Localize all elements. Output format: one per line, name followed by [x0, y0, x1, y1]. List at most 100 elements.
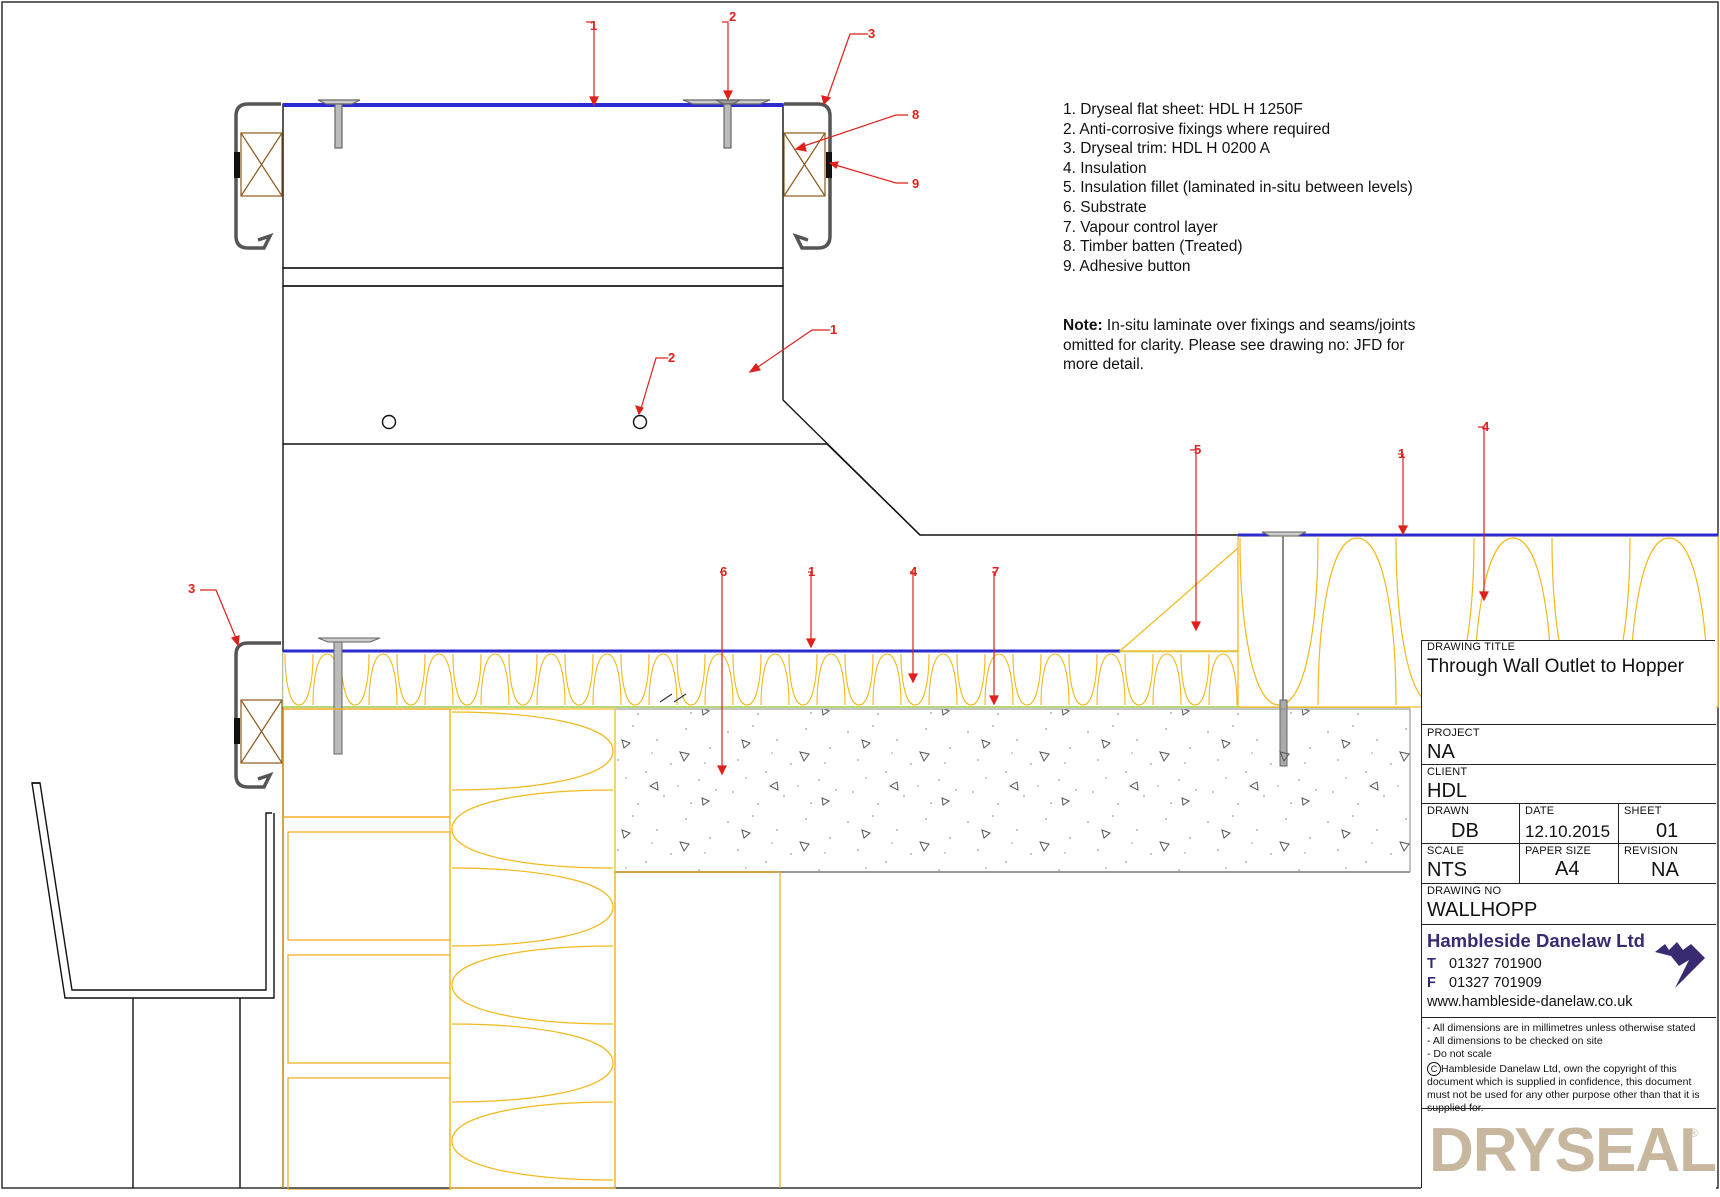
adhesive-button: [234, 718, 240, 744]
legend-item: 9. Adhesive button: [1063, 257, 1191, 275]
legend-item: 7. Vapour control layer: [1063, 218, 1218, 236]
adhesive-button: [826, 152, 832, 178]
brick-wall: [282, 708, 451, 1190]
client-label: CLIENT: [1427, 766, 1468, 778]
legend-item: 6. Substrate: [1063, 198, 1147, 216]
insulation-loop: [928, 653, 958, 706]
insulation-loop: [900, 653, 930, 706]
insulation-loop: [451, 1101, 614, 1181]
legend-item: 2. Anti-corrosive fixings where required: [1063, 120, 1331, 138]
hopper: [31, 782, 275, 1188]
date-value: 12.10.2015: [1525, 822, 1611, 841]
revision-label: REVISION: [1624, 845, 1679, 857]
note: Note: In-situ laminate over fixings and …: [1063, 316, 1423, 375]
insulation-loop: [844, 653, 874, 706]
insulation-loop: [956, 653, 986, 706]
insulation-loop: [704, 653, 734, 706]
sheet-label: SHEET: [1624, 805, 1662, 817]
drawing-note: - All dimensions are in millimetres unle…: [1427, 1022, 1696, 1034]
top-battens: [240, 132, 826, 197]
company-logo-icon: [1655, 942, 1705, 988]
note-label: Note:: [1063, 317, 1103, 334]
insulation-loop: [788, 653, 818, 706]
insulation-loop: [620, 653, 650, 706]
insulation-loop: [816, 653, 846, 706]
top-trims: [234, 102, 832, 250]
title-block: DRAWING TITLE Through Wall Outlet to Hop…: [1421, 640, 1717, 1197]
project-label: PROJECT: [1427, 727, 1480, 739]
note-text: In-situ laminate over fixings and seams/…: [1063, 317, 1416, 374]
legend-item: 8. Timber batten (Treated): [1063, 238, 1243, 256]
website-link[interactable]: www.hambleside-danelaw.co.uk: [1427, 994, 1633, 1010]
insulation-loop: [592, 653, 622, 706]
callout-number: 1: [590, 18, 597, 33]
insulation-loop: [564, 653, 594, 706]
callout-number: 1: [1398, 446, 1405, 461]
drawing-title: Through Wall Outlet to Hopper: [1427, 656, 1684, 677]
insulation-loop: [1124, 653, 1154, 706]
callout-number: 2: [729, 9, 736, 24]
legend-item: 4. Insulation: [1063, 159, 1147, 177]
callout-number: 4: [910, 564, 918, 579]
insulation-loop: [1068, 653, 1098, 706]
insulation-loop: [676, 653, 706, 706]
drawn-value: DB: [1451, 820, 1479, 842]
insulation-loop: [1239, 537, 1319, 706]
insulation-fillet: [1118, 546, 1239, 652]
lower-trim: [234, 641, 281, 789]
insulation-loop: [451, 789, 614, 869]
callout-number: 8: [912, 107, 919, 122]
callout-leaders: [200, 21, 1489, 776]
date-label: DATE: [1525, 805, 1555, 817]
callout-number: 5: [1194, 442, 1201, 457]
drawing-no-value: WALLHOPP: [1427, 899, 1538, 921]
insulation-loop: [1012, 653, 1042, 706]
legend-item: 5. Insulation fillet (laminated in-situ …: [1063, 179, 1413, 197]
callout-numbers: 1 2 3 8 9 1 2 5 1 4 6 1 4 7 3: [188, 9, 1490, 596]
copyright-text: Hambleside Danelaw Ltd, own the copyrigh…: [1427, 1062, 1700, 1115]
insulation-loop: [760, 653, 790, 706]
drawing-note: - All dimensions to be checked on site: [1427, 1035, 1603, 1048]
callout-number: 3: [868, 26, 875, 41]
callout-number: 1: [808, 564, 815, 579]
dryseal-logo: DRYSEAL: [1429, 1116, 1717, 1185]
insulation-loop: [451, 711, 614, 791]
inner-block: [614, 871, 781, 1188]
insulation-loop: [451, 945, 614, 1025]
insulation-loop: [396, 653, 426, 706]
callout-number: 6: [720, 564, 727, 579]
drawing-title-label: DRAWING TITLE: [1427, 641, 1516, 653]
registered-mark: ®: [1689, 1126, 1698, 1140]
insulation-loop: [872, 653, 902, 706]
company-name: Hambleside Danelaw Ltd: [1427, 930, 1645, 951]
lower-batten: [240, 699, 283, 764]
cavity-insulation: [451, 711, 614, 1181]
callout-number: 3: [188, 581, 195, 596]
insulation-loop: [1040, 653, 1070, 706]
insulation-loop: [1152, 653, 1182, 706]
callout-number: 9: [912, 176, 919, 191]
legend-item: 1. Dryseal flat sheet: HDL H 1250F: [1063, 101, 1303, 118]
insulation-loop: [1317, 537, 1397, 706]
paper-size-value: A4: [1555, 858, 1580, 880]
legend-item: 3. Dryseal trim: HDL H 0200 A: [1063, 140, 1271, 158]
insulation-loop: [984, 653, 1014, 706]
insulation-loop: [508, 653, 538, 706]
project-value: NA: [1427, 741, 1455, 763]
callout-number: 7: [992, 564, 999, 579]
callout-number: 2: [668, 350, 675, 365]
insulation-loop: [480, 653, 510, 706]
insulation-loop: [1096, 653, 1126, 706]
substrate: [614, 708, 1411, 873]
paper-size-label: PAPER SIZE: [1525, 845, 1591, 857]
insulation-loop: [732, 653, 762, 706]
legend: 1. Dryseal flat sheet: HDL H 1250F 2. An…: [1063, 100, 1413, 276]
sheet-value: 01: [1656, 820, 1679, 842]
insulation-loop: [368, 653, 398, 706]
top-fixings: [317, 99, 771, 149]
callout-number: 4: [1482, 419, 1490, 434]
callout-number: 1: [830, 322, 837, 337]
adhesive-button: [234, 152, 240, 178]
